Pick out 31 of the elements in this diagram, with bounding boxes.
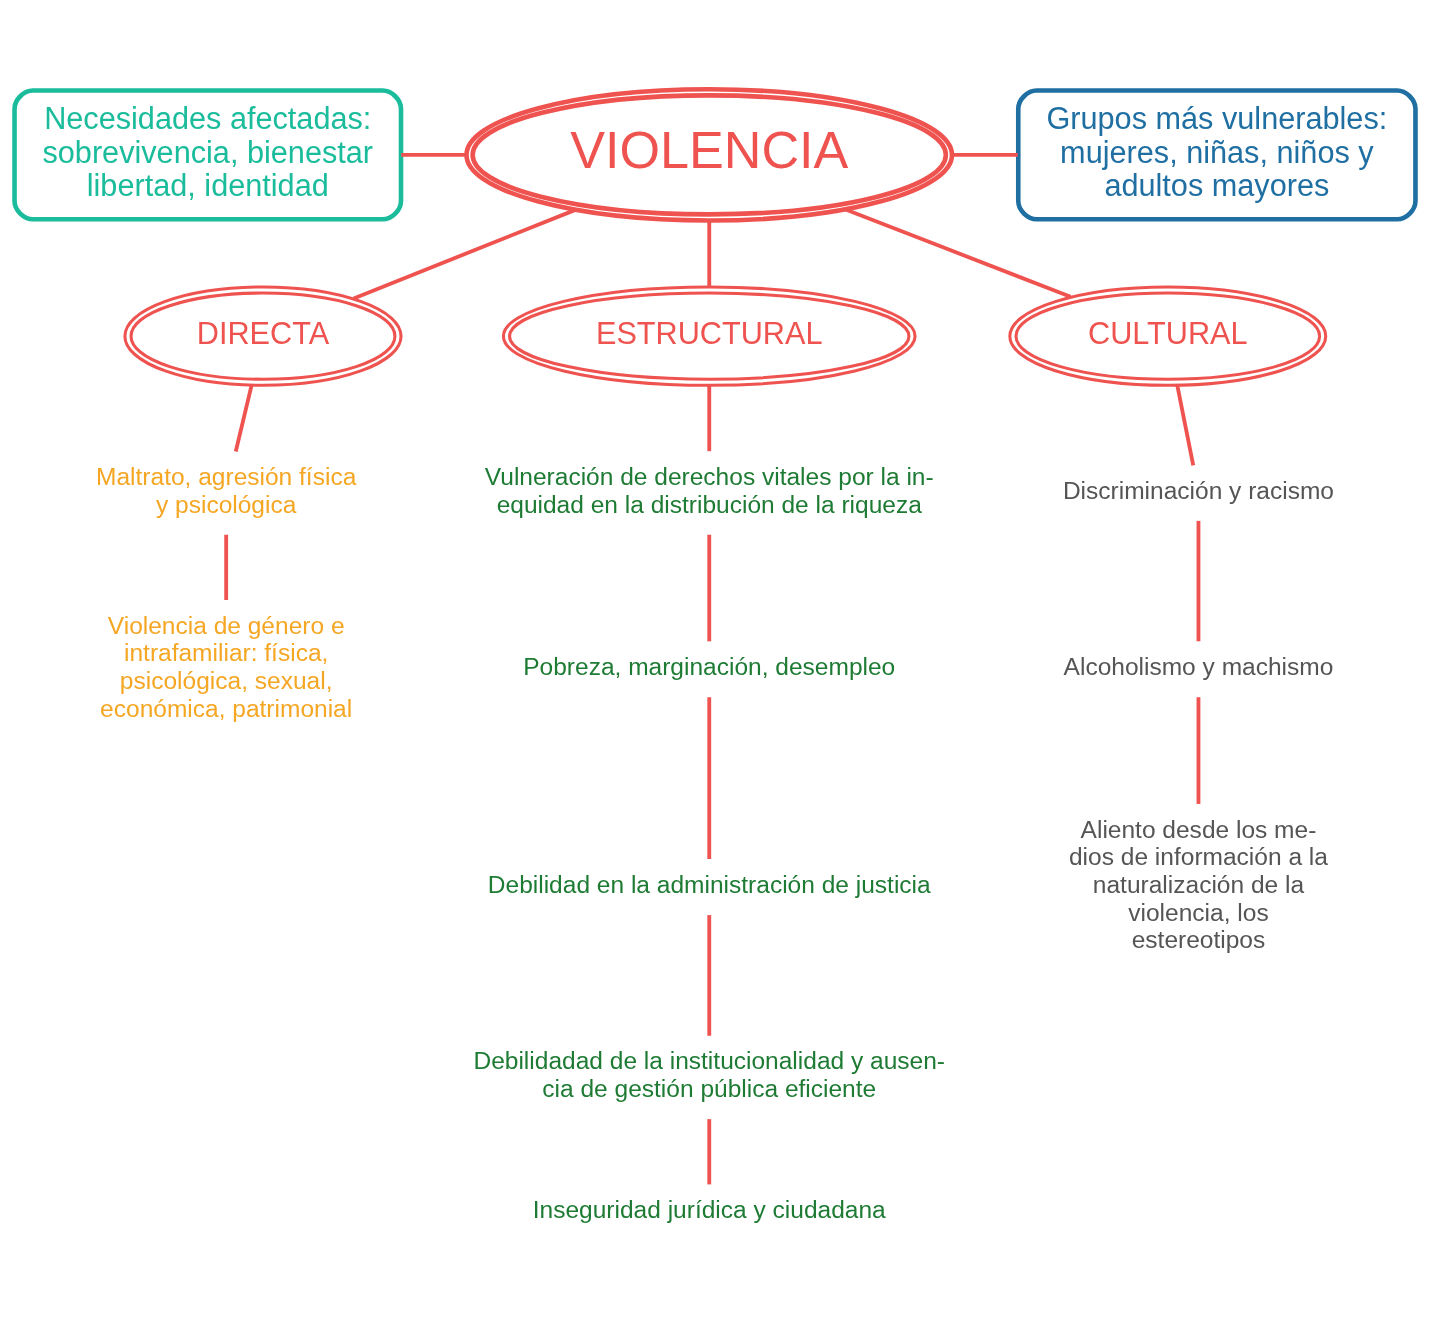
connector <box>1196 520 1201 641</box>
node-ellipse: DIRECTA <box>123 284 403 387</box>
connector <box>1196 696 1201 804</box>
connector <box>224 534 229 600</box>
node-ellipse: CULTURAL <box>1008 284 1328 387</box>
connector <box>707 1118 712 1184</box>
node-ellipse: VIOLENCIA <box>464 86 955 223</box>
node-text: Debilidad en la administración de justicia <box>487 870 931 898</box>
node-text: Inseguridad jurídica y ciudadana <box>532 1195 886 1223</box>
node-text: Violencia de género e intrafamiliar: física, psicológica, sexual, económica, patrimonial <box>100 611 353 722</box>
node-text: Vulneración de derechos vitales por la in- equidad en la distribución de la riqueza <box>484 462 934 518</box>
connector <box>952 152 1018 157</box>
node-text: Pobreza, marginación, desempleo <box>523 652 896 680</box>
connector <box>233 384 254 452</box>
node-text: Discriminación y racismo <box>1062 476 1335 504</box>
node-text: Debilidadad de la institucionalidad y ausen- cia de gestión pública eficiente <box>473 1046 946 1102</box>
connector <box>401 152 467 157</box>
connector <box>707 385 712 451</box>
connector <box>844 207 1072 299</box>
connector <box>707 696 712 859</box>
connector <box>352 207 577 300</box>
node-box: Grupos más vulnerables: mujeres, niñas, niños y adultos mayores <box>1015 87 1418 222</box>
node-text: Aliento desde los me- dios de información a la naturalización de la violencia, los estereotipos <box>1069 815 1328 953</box>
node-text: Maltrato, agresión física y psicológica <box>96 462 357 518</box>
node-box: Necesidades afectadas: sobrevivencia, bienestar libertad, identidad <box>12 87 404 222</box>
connector <box>707 914 712 1036</box>
connector <box>707 220 712 287</box>
connector <box>707 534 712 641</box>
node-ellipse: ESTRUCTURAL <box>501 284 917 387</box>
node-text: Alcoholismo y machismo <box>1063 652 1334 680</box>
connector <box>1175 385 1196 466</box>
